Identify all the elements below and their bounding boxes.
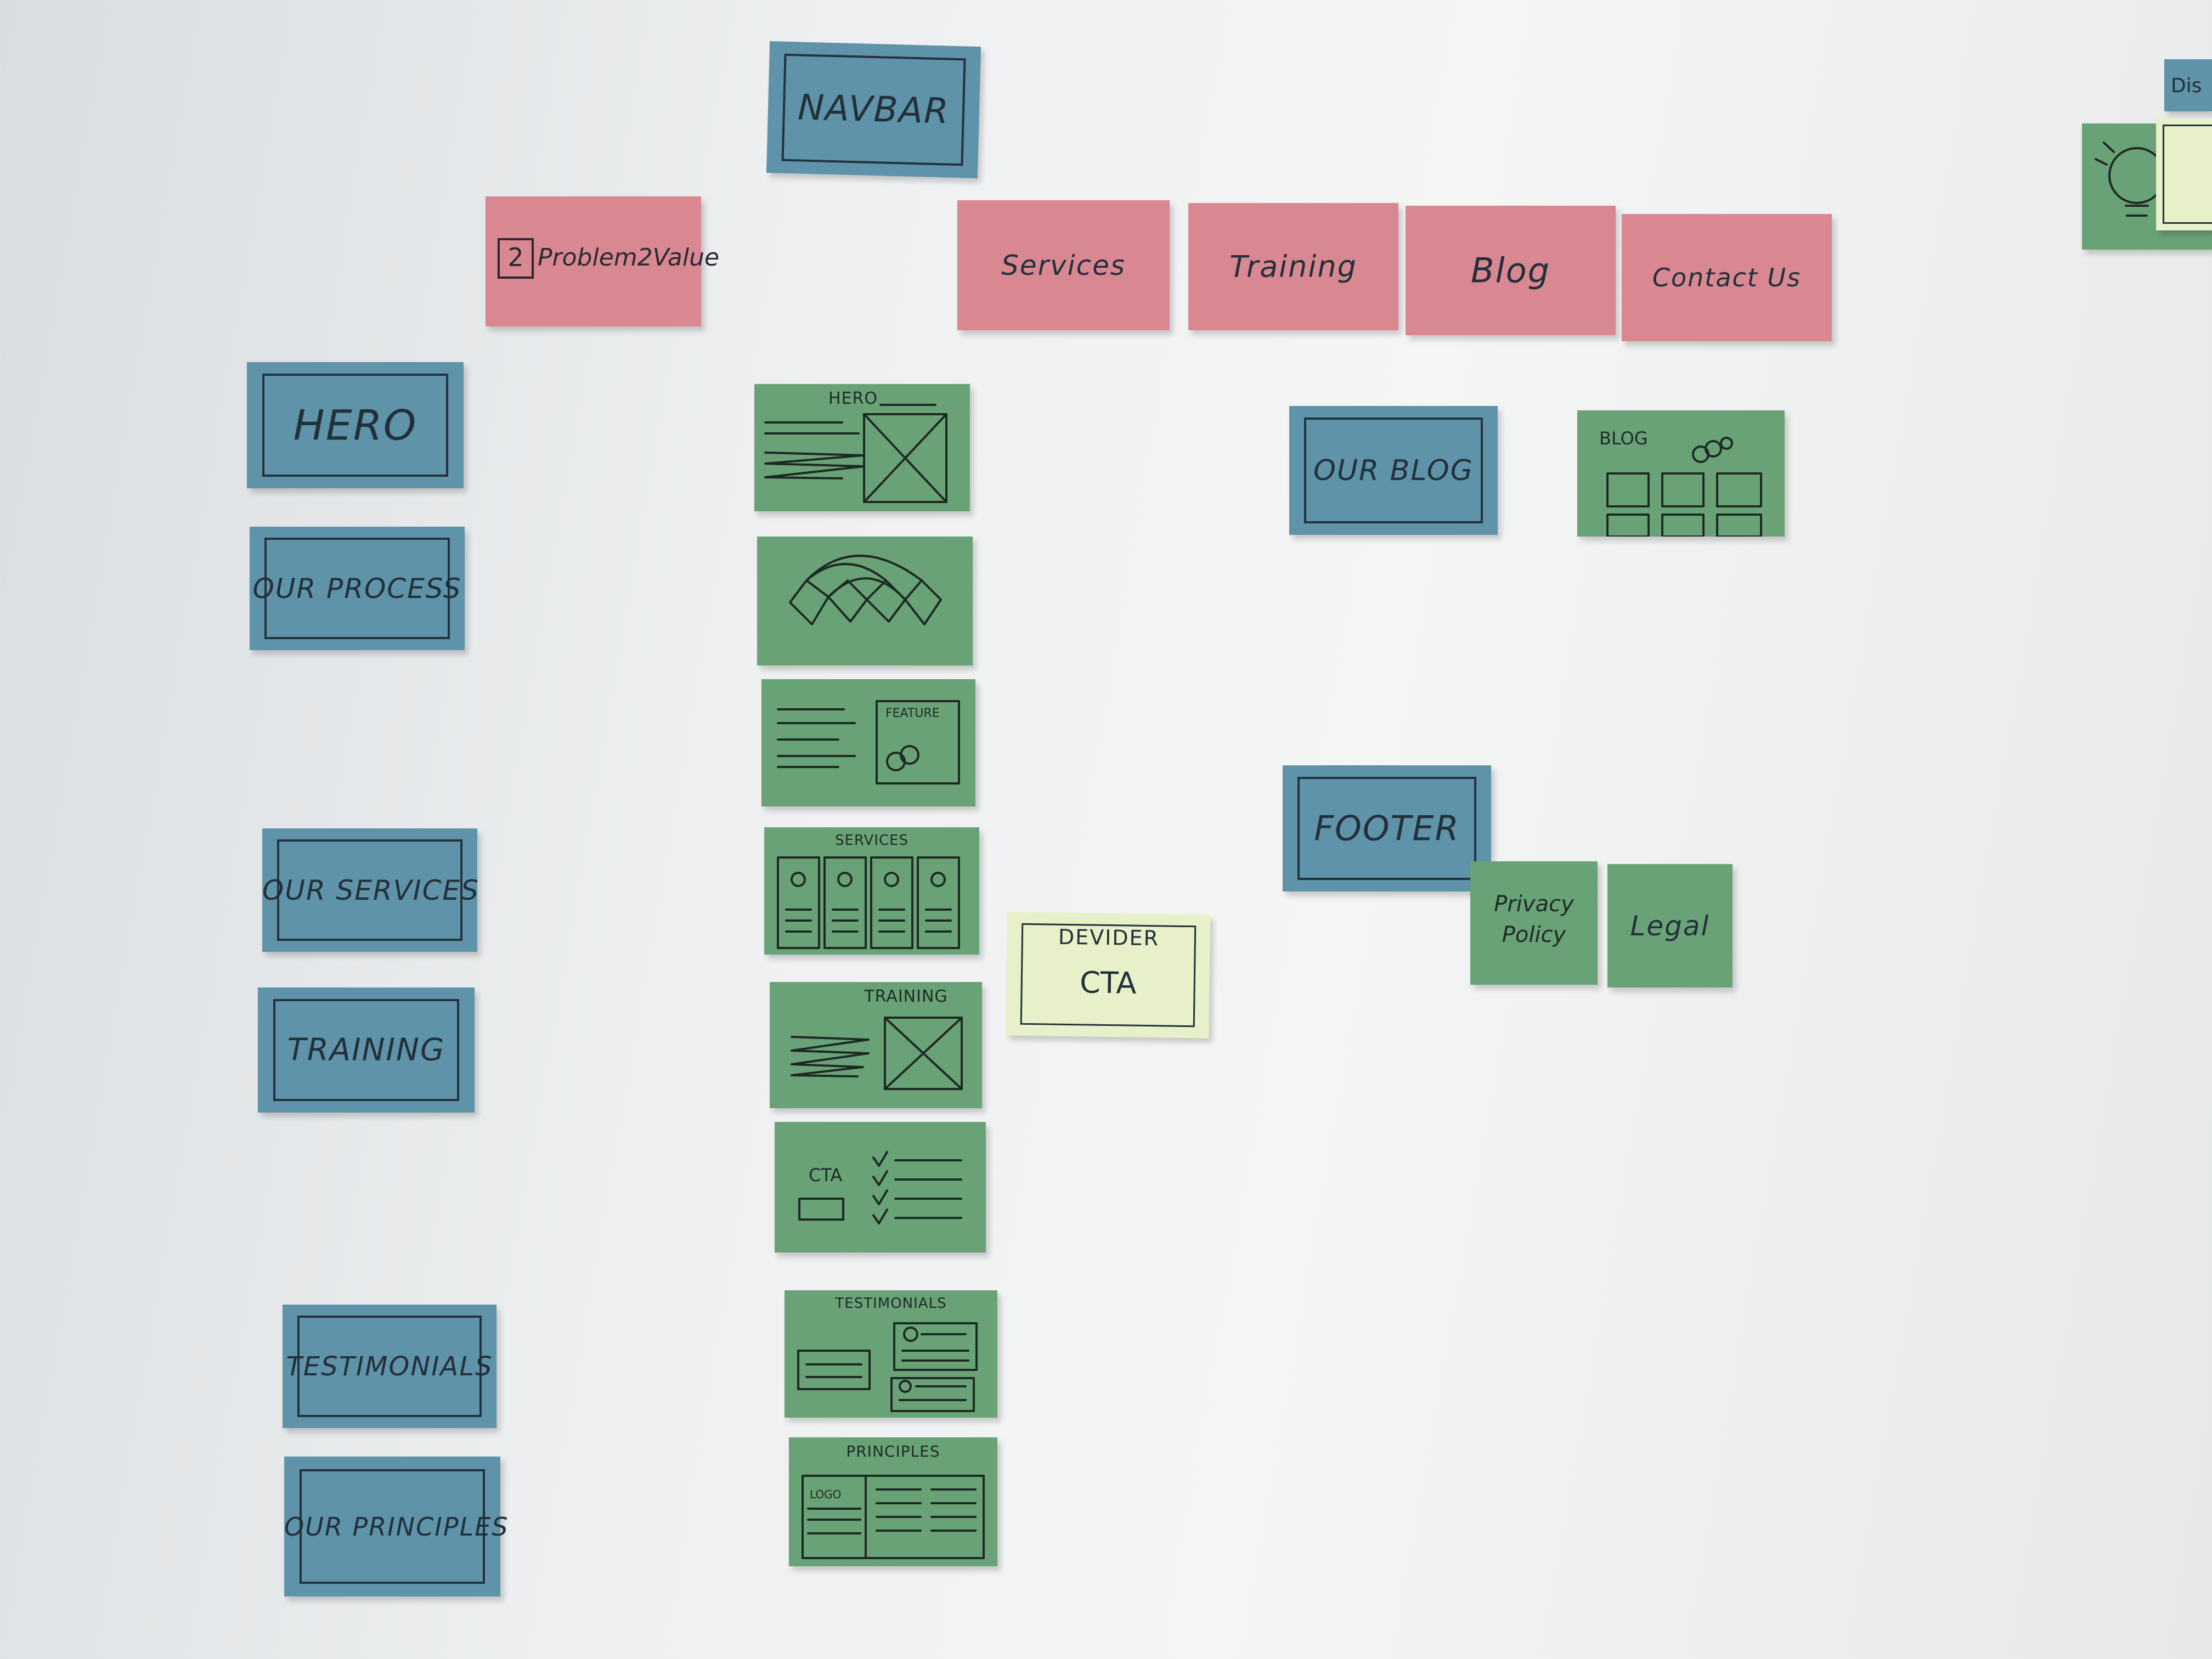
training-wireframe-icon xyxy=(791,1017,963,1090)
blog-sketch-label: BLOG xyxy=(1599,428,1648,449)
blog-sketch-note[interactable]: BLOG xyxy=(1577,410,1785,537)
cta-sketch-note[interactable]: CTA xyxy=(775,1122,986,1252)
note-frame xyxy=(273,998,460,1102)
hero-sketch-note[interactable]: HERO xyxy=(754,384,970,511)
our-principles-label: OUR PRINCIPLES xyxy=(284,1511,509,1542)
note-frame xyxy=(299,1469,486,1584)
testimonials-sketch-label: TESTIMONIALS xyxy=(835,1295,947,1312)
our-services-label: OUR SERVICES xyxy=(262,874,479,906)
training-sketch-note[interactable]: TRAINING xyxy=(770,982,982,1108)
our-blog-label: OUR BLOG xyxy=(1313,454,1474,487)
process-flow-icon xyxy=(789,555,942,625)
navbar-note[interactable]: NAVBAR xyxy=(766,41,981,178)
training-label: TRAINING xyxy=(287,1032,445,1068)
feature-sketch-note[interactable]: FEATURE xyxy=(761,679,975,806)
services-sketch-label: SERVICES xyxy=(834,832,909,849)
note-frame xyxy=(277,839,462,941)
hero-sketch-label: HERO xyxy=(828,389,878,409)
legal-note[interactable]: Legal xyxy=(1607,864,1733,988)
principles-sketch-label: PRINCIPLES xyxy=(846,1442,940,1461)
training-nav-label: Training xyxy=(1229,249,1357,284)
feature-wireframe-icon xyxy=(777,700,960,785)
process-sketch-note[interactable] xyxy=(757,537,973,665)
training-sketch-label: TRAINING xyxy=(864,987,948,1007)
hero-wireframe-icon xyxy=(764,404,947,503)
our-process-note[interactable]: OUR PROCESS xyxy=(250,527,465,650)
privacy-policy-label: Privacy Policy xyxy=(1494,891,1574,947)
divider-cta-label: CTA xyxy=(1079,965,1137,1001)
blog-nav-note[interactable]: Blog xyxy=(1406,206,1616,335)
training-note[interactable]: TRAINING xyxy=(258,988,475,1113)
logo-label: Problem2Value xyxy=(538,244,720,272)
cta-checklist-icon xyxy=(798,1151,962,1224)
hero-label: HERO xyxy=(293,400,417,450)
our-blog-note[interactable]: OUR BLOG xyxy=(1289,406,1498,535)
our-process-label: OUR PROCESS xyxy=(252,572,462,605)
legal-label: Legal xyxy=(1630,910,1710,942)
services-nav-label: Services xyxy=(1001,249,1126,281)
logo-mark: 2 xyxy=(498,238,534,279)
testimonials-cards-icon xyxy=(797,1322,978,1412)
note-frame xyxy=(1304,417,1483,523)
navbar-label: NAVBAR xyxy=(797,87,950,132)
training-nav-note[interactable]: Training xyxy=(1188,203,1398,330)
services-nav-note[interactable]: Services xyxy=(957,200,1170,330)
edge-note-yellow xyxy=(2156,118,2212,230)
testimonials-label: TESTIMONIALS xyxy=(286,1351,493,1382)
note-frame xyxy=(2163,125,2212,224)
note-frame xyxy=(297,1316,482,1417)
testimonials-sketch-note[interactable]: TESTIMONIALS xyxy=(785,1290,997,1418)
note-frame xyxy=(262,373,449,477)
testimonials-note[interactable]: TESTIMONIALS xyxy=(283,1305,496,1428)
edge-note-label: Dis xyxy=(2171,75,2202,97)
cta-sketch-label: CTA xyxy=(809,1165,843,1186)
our-services-note[interactable]: OUR SERVICES xyxy=(262,828,479,952)
logo-mark-text: 2 xyxy=(507,242,524,272)
logo-sketch-label: LOGO xyxy=(810,1488,842,1501)
contact-nav-note[interactable]: Contact Us xyxy=(1622,214,1832,341)
principles-sketch-note[interactable]: PRINCIPLES LOGO xyxy=(789,1437,997,1566)
footer-label: FOOTER xyxy=(1314,808,1460,849)
privacy-policy-note[interactable]: Privacy Policy xyxy=(1470,861,1598,985)
services-cards-icon xyxy=(777,856,960,949)
hero-note[interactable]: HERO xyxy=(247,362,464,488)
divider-title: DEVIDER xyxy=(1058,924,1160,951)
services-sketch-note[interactable]: SERVICES xyxy=(764,827,979,955)
feature-sketch-label: FEATURE xyxy=(885,707,940,720)
edge-note-top: Dis xyxy=(2164,59,2212,111)
blog-cards-icon xyxy=(1606,437,1762,537)
contact-nav-label: Contact Us xyxy=(1652,263,1802,292)
principles-wireframe-icon xyxy=(802,1475,985,1559)
logo-note[interactable]: 2 Problem2Value xyxy=(486,196,719,326)
our-principles-note[interactable]: OUR PRINCIPLES xyxy=(284,1457,509,1596)
note-frame xyxy=(264,538,450,639)
note-frame xyxy=(1297,776,1477,881)
footer-note[interactable]: FOOTER xyxy=(1283,765,1491,891)
divider-cta-note[interactable]: DEVIDER CTA xyxy=(1006,912,1211,1039)
blog-nav-label: Blog xyxy=(1470,250,1551,291)
